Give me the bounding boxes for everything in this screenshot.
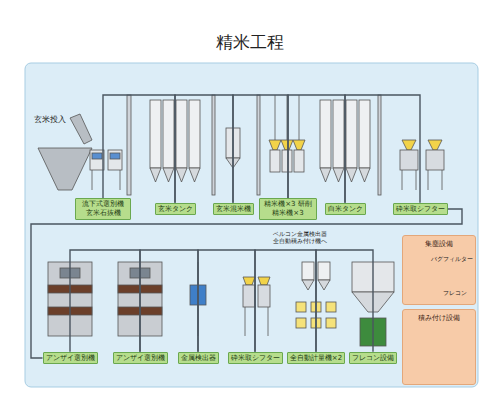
flow-pipe	[316, 250, 373, 352]
flow-pipe	[288, 95, 345, 203]
process-label: 砕米取シフター	[228, 352, 283, 365]
flow-pipe	[345, 95, 420, 203]
node-text: 精米機×3 研削精米機×3	[262, 200, 314, 218]
process-label: 白米タンク	[325, 203, 366, 216]
flow-pipe	[233, 95, 288, 203]
part-label: ベルコン金属検出器 全自動積み付け機へ	[271, 231, 329, 244]
flow-pipe	[140, 250, 198, 352]
flow-pipe	[255, 250, 316, 352]
node-text: 玄米混米機	[216, 205, 251, 214]
page-title: 精米工程	[0, 31, 500, 54]
process-label: 金属検出器	[178, 352, 219, 365]
process-label: 玄米混米機	[213, 203, 254, 216]
node-text: 砕米取シフター	[231, 354, 280, 363]
node-text: 全自動計量機×2	[290, 354, 342, 363]
node-text: 玄米タンク	[158, 205, 193, 214]
machines	[38, 95, 444, 346]
part-label: 玄米投入	[34, 115, 66, 125]
process-label: 精米機×3 研削精米機×3	[259, 198, 317, 220]
process-label: アンザイ選別機	[43, 352, 98, 365]
background-panel	[25, 63, 478, 387]
node-text: 砕米取シフター	[396, 205, 445, 214]
process-label: 玄米タンク	[155, 203, 196, 216]
node-text: 金属検出器	[181, 354, 216, 363]
process-label: 全自動計量機×2	[287, 352, 345, 365]
process-label: 砕米取シフター	[393, 203, 448, 216]
node-text: アンザイ選別機	[116, 354, 165, 363]
process-label: 流下式選別機 玄米石抜機	[75, 198, 131, 220]
process-label: フレコン設備	[349, 352, 397, 365]
node-text: フレコン設備	[352, 354, 394, 363]
node-text: 積み付け設備	[405, 313, 473, 323]
flow-pipe	[103, 95, 175, 203]
node-text: 集塵設備	[405, 239, 473, 249]
part-label: フレコン	[443, 289, 467, 296]
flow-pipe	[70, 250, 140, 352]
flow-pipe	[31, 209, 462, 358]
part-label: バグフィルター	[431, 255, 473, 262]
equipment-panel: 積み付け設備	[402, 309, 476, 385]
node-text: 白米タンク	[328, 205, 363, 214]
process-label: アンザイ選別機	[113, 352, 168, 365]
node-text: 流下式選別機 玄米石抜機	[78, 200, 128, 218]
flow-pipe	[198, 250, 255, 352]
flow-pipe	[175, 95, 233, 203]
node-text: アンザイ選別機	[46, 354, 95, 363]
